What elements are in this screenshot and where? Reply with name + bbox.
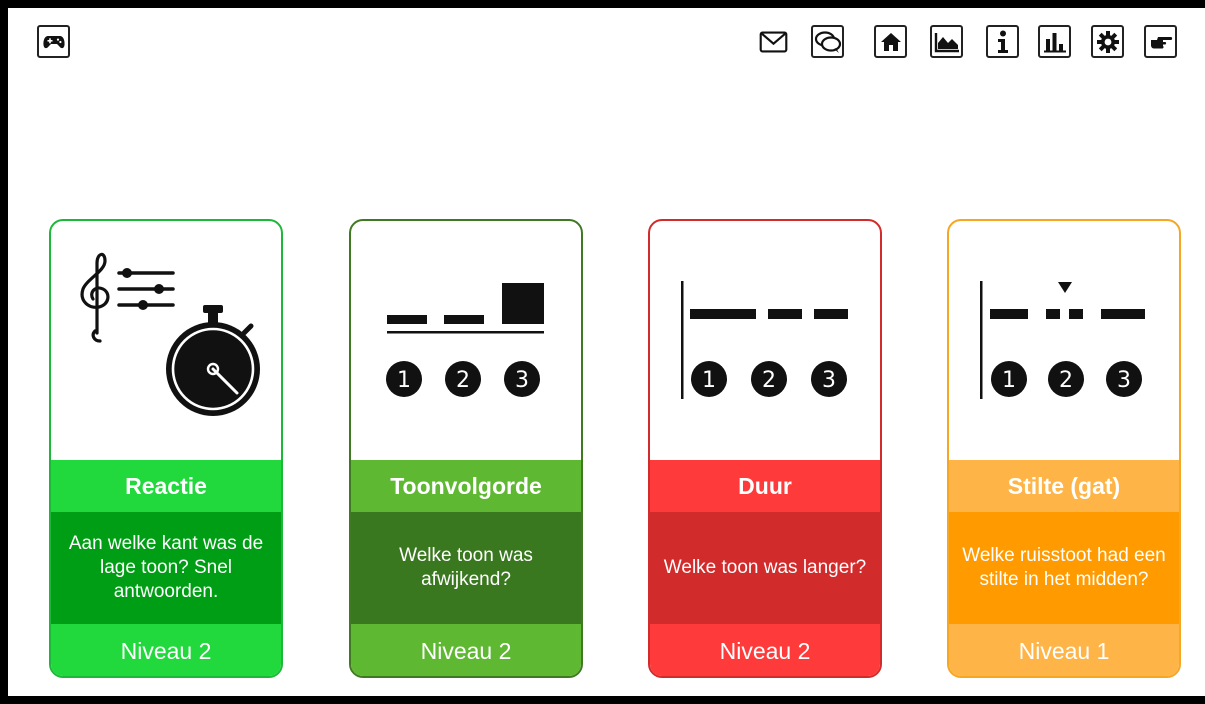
pointer-button[interactable]: [1144, 25, 1177, 58]
exercise-card-duur[interactable]: 1 2 3 Duur Welke toon was langer? Niveau…: [648, 219, 882, 678]
gamepad-icon: [42, 35, 65, 48]
app-frame: Reactie Aan welke kant was de lage toon?…: [8, 8, 1205, 696]
chat-icon: [814, 30, 841, 53]
number-label: 1: [1002, 368, 1016, 393]
number-label: 3: [515, 368, 529, 393]
info-icon: [997, 30, 1008, 53]
card-title: Reactie: [51, 460, 281, 512]
number-label: 2: [456, 368, 470, 393]
settings-button[interactable]: [1091, 25, 1124, 58]
gear-icon: [1096, 30, 1119, 53]
card-description: Welke ruisstoot had een stilte in het mi…: [949, 512, 1179, 624]
number-label: 2: [1059, 368, 1073, 393]
silence-gap-icon: 1 2 3: [980, 281, 1145, 399]
exercise-card-stilte[interactable]: 1 2 3 Stilte (gat) Welke ruisstoot had e…: [947, 219, 1181, 678]
card-description: Welke toon was afwijkend?: [351, 512, 581, 624]
chat-button[interactable]: [811, 25, 844, 58]
number-label: 3: [822, 368, 836, 393]
number-label: 3: [1117, 368, 1131, 393]
card-level: Niveau 2: [650, 624, 880, 676]
card-level: Niveau 1: [949, 624, 1179, 676]
bar-chart-icon: [1043, 32, 1066, 52]
clef-stopwatch-icon: [80, 252, 260, 416]
home-icon: [880, 32, 901, 51]
card-description: Aan welke kant was de lage toon? Snel an…: [51, 512, 281, 624]
card-title: Toonvolgorde: [351, 460, 581, 512]
area-chart-icon: [934, 32, 959, 52]
gamepad-button[interactable]: [37, 25, 70, 58]
gap-marker-icon: [1058, 282, 1072, 293]
card-illustration: 1 2 3: [650, 221, 880, 460]
number-circles: 1 2 3: [991, 361, 1142, 397]
area-chart-button[interactable]: [930, 25, 963, 58]
card-level: Niveau 2: [351, 624, 581, 676]
number-label: 1: [702, 368, 716, 393]
exercise-card-reactie[interactable]: Reactie Aan welke kant was de lage toon?…: [49, 219, 283, 678]
exercise-card-toonvolgorde[interactable]: 1 2 3 Toonvolgorde Welke toon was afwijk…: [349, 219, 583, 678]
mail-icon: [759, 31, 788, 52]
number-circles: 1 2 3: [691, 361, 847, 397]
card-illustration: 1 2 3: [949, 221, 1179, 460]
card-level: Niveau 2: [51, 624, 281, 676]
mail-button[interactable]: [757, 25, 790, 58]
card-illustration: [51, 221, 281, 460]
card-title: Stilte (gat): [949, 460, 1179, 512]
tone-duration-icon: 1 2 3: [681, 281, 848, 399]
bar-chart-button[interactable]: [1038, 25, 1071, 58]
tone-sequence-icon: 1 2 3: [386, 283, 544, 397]
number-label: 2: [762, 368, 776, 393]
number-circles: 1 2 3: [386, 361, 540, 397]
card-illustration: 1 2 3: [351, 221, 581, 460]
pointing-hand-icon: [1150, 36, 1172, 48]
card-description: Welke toon was langer?: [650, 512, 880, 624]
number-label: 1: [397, 368, 411, 393]
info-button[interactable]: [986, 25, 1019, 58]
home-button[interactable]: [874, 25, 907, 58]
card-title: Duur: [650, 460, 880, 512]
